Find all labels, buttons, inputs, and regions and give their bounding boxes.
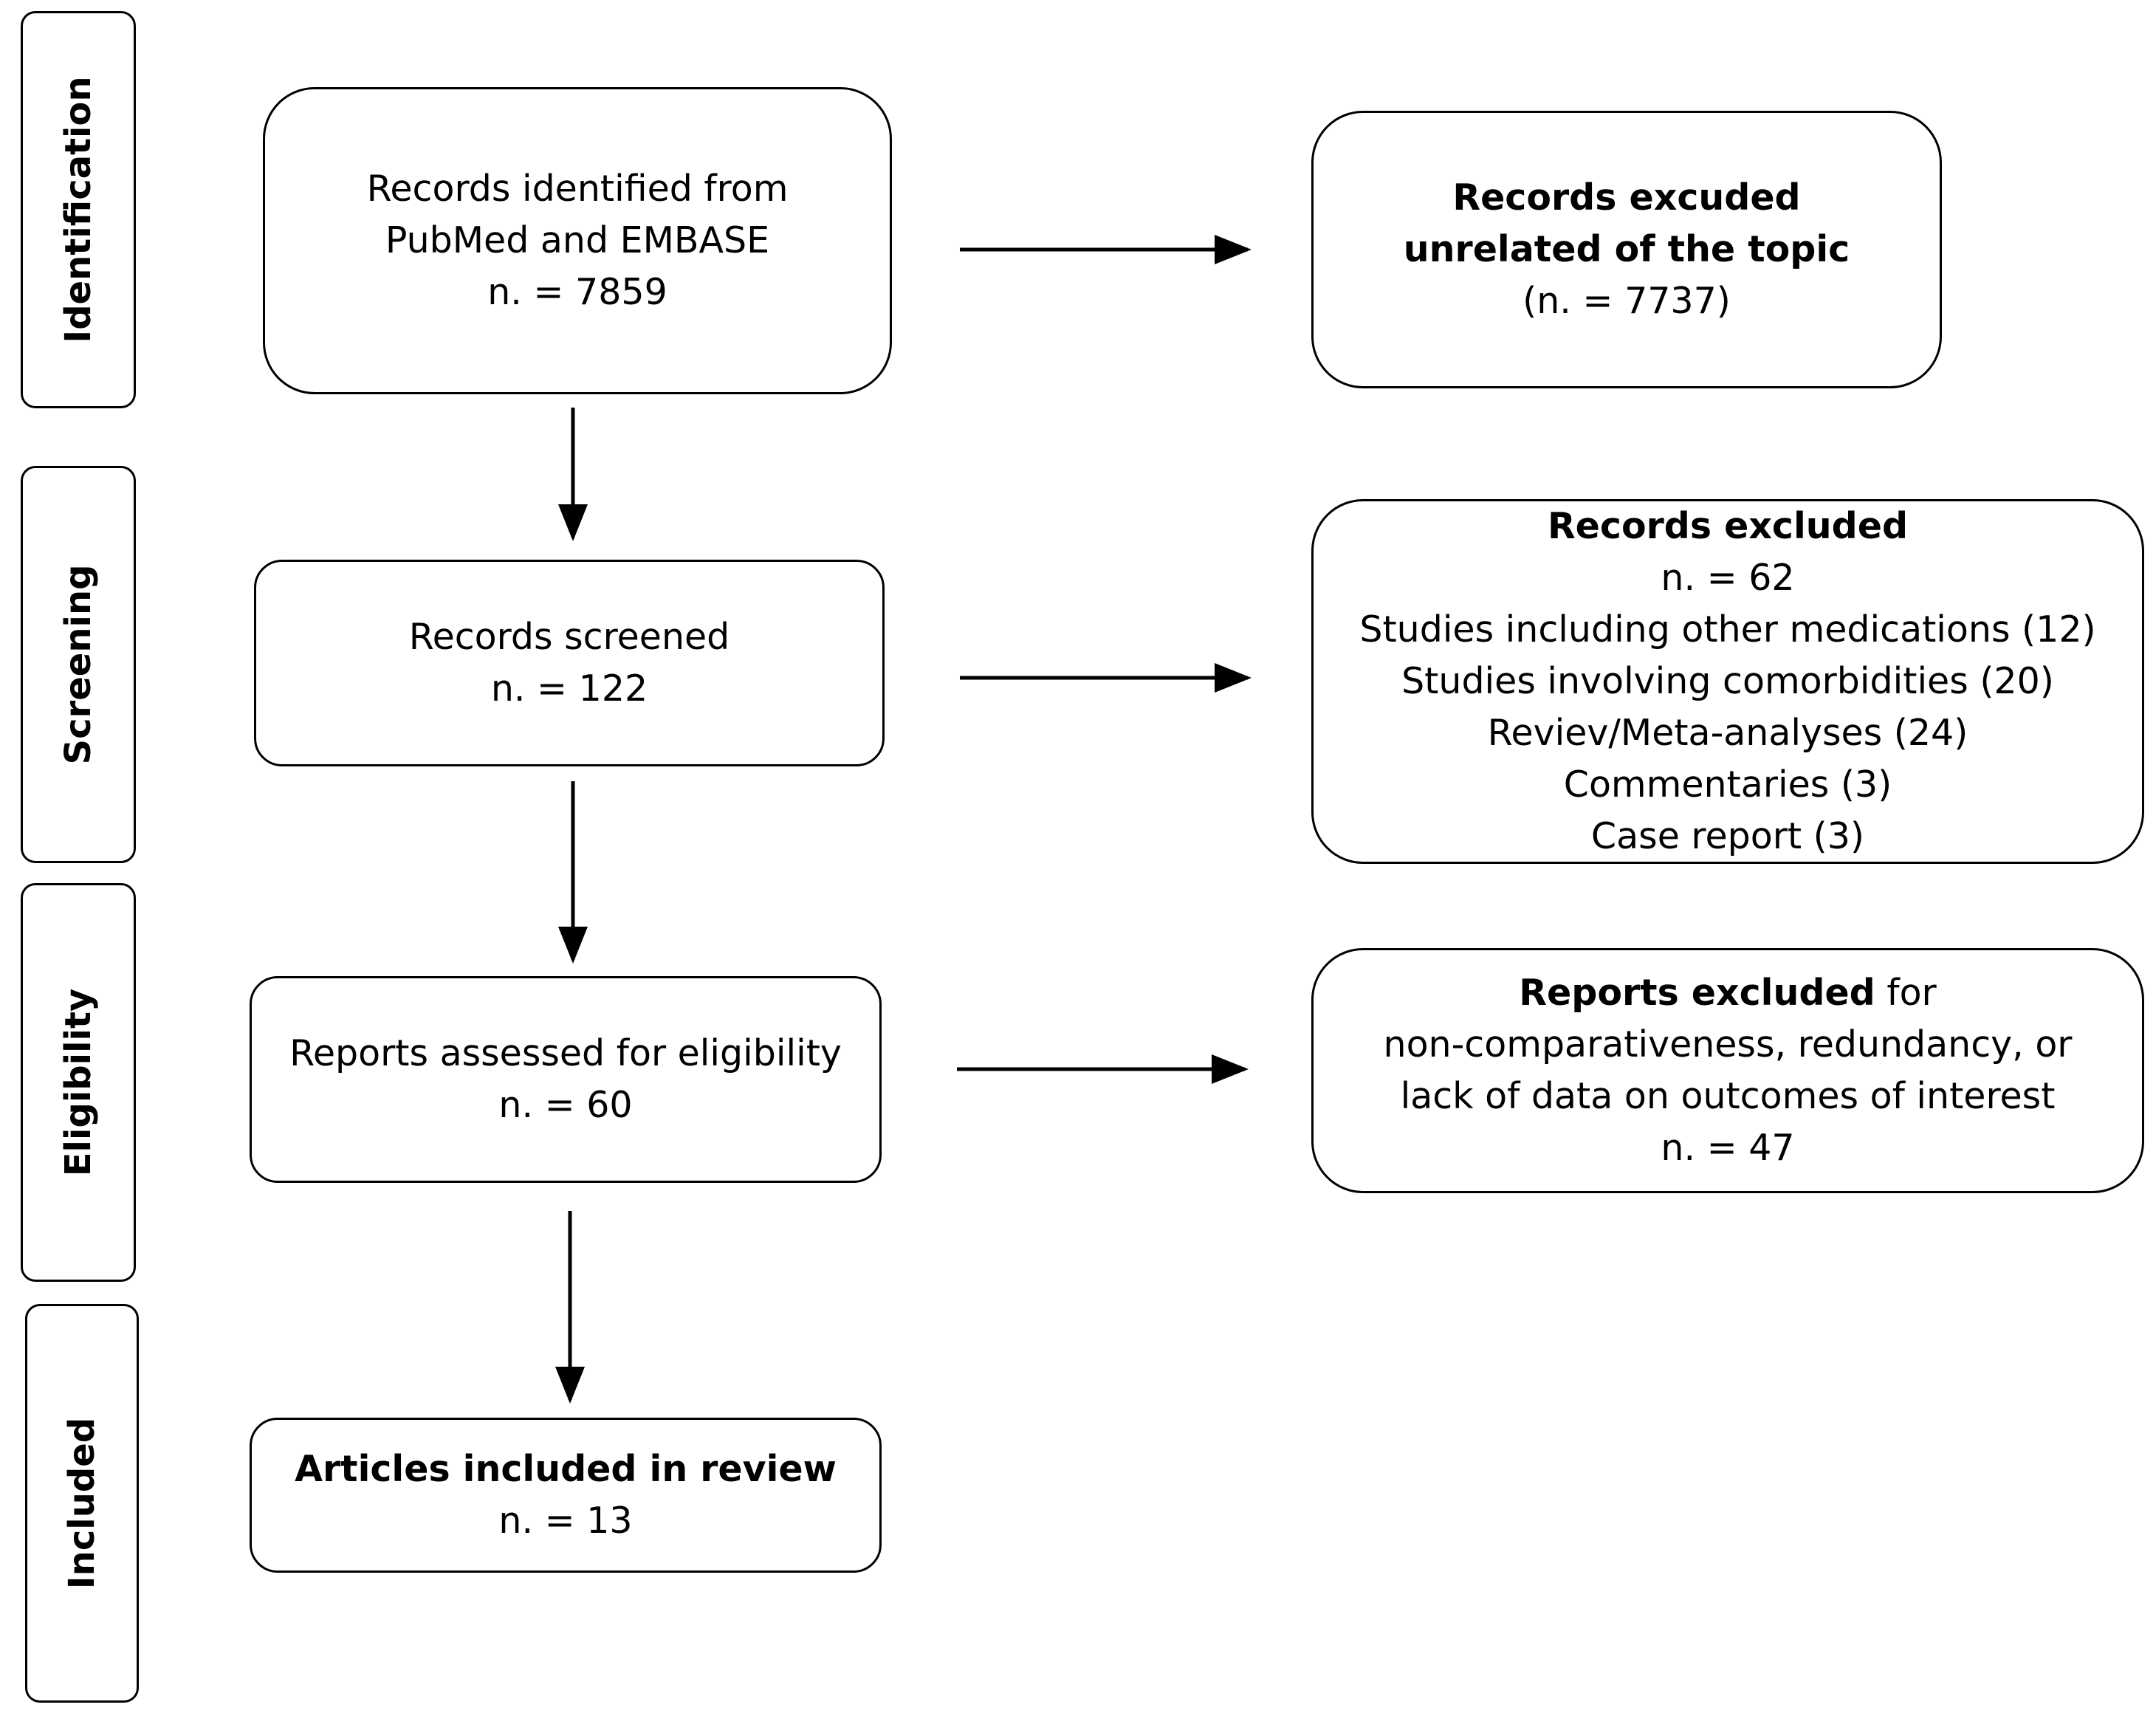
records-excluded-unrelated-box: Records excuded unrelated of the topic (… [1311,111,1942,388]
records-identified-box: Records identified from PubMed and EMBAS… [263,87,892,394]
unrelated-line1: Records excuded [1452,176,1801,219]
records-screened-count: n. = 122 [490,667,648,710]
phase-identification: Identification [21,11,136,408]
screening-excluded-title: Records excluded [1547,505,1909,547]
unrelated-count: (n. = 7737) [1522,280,1731,322]
records-screened-box: Records screened n. = 122 [254,560,885,766]
phase-included: Included [25,1304,139,1703]
records-identified-line2: PubMed and EMBASE [385,219,770,261]
records-excluded-screening-box: Records excluded n. = 62 Studies includi… [1311,499,2144,864]
eligibility-excluded-line2: non-comparativeness, redundancy, or [1383,1023,2073,1065]
reports-excluded-eligibility-box: Reports excluded for non-comparativeness… [1311,948,2144,1193]
records-identified-line1: Records identified from [366,168,789,210]
reports-assessed-box: Reports assessed for eligibility n. = 60 [250,976,882,1183]
unrelated-line2: unrelated of the topic [1403,228,1850,270]
articles-included-box: Articles included in review n. = 13 [250,1418,882,1573]
reports-assessed-count: n. = 60 [498,1084,633,1126]
records-identified-count: n. = 7859 [487,271,667,313]
eligibility-excluded-title-suffix: for [1875,972,1937,1014]
screening-excluded-count: n. = 62 [1661,557,1795,599]
screening-reason-item: Studies involving comorbidities (20) [1401,660,2054,702]
reports-assessed-title: Reports assessed for eligibility [289,1032,842,1074]
records-screened-title: Records screened [408,616,730,658]
eligibility-excluded-count: n. = 47 [1661,1127,1795,1169]
screening-reason-item: Studies including other medications (12) [1359,608,2096,650]
articles-included-title: Articles included in review [295,1448,837,1490]
eligibility-excluded-line3: lack of data on outcomes of interest [1400,1075,2056,1117]
screening-reason-item: Reviev/Meta-analyses (24) [1487,712,1968,754]
eligibility-excluded-title: Reports excluded [1519,972,1875,1014]
articles-included-count: n. = 13 [498,1500,633,1542]
eligibility-excluded-line1: Reports excluded for [1519,967,1936,1019]
screening-reason-item: Commentaries (3) [1563,763,1892,806]
phase-eligibility: Eligibility [21,883,136,1282]
screening-reason-item: Case report (3) [1590,815,1865,857]
phase-screening: Screening [21,466,136,863]
